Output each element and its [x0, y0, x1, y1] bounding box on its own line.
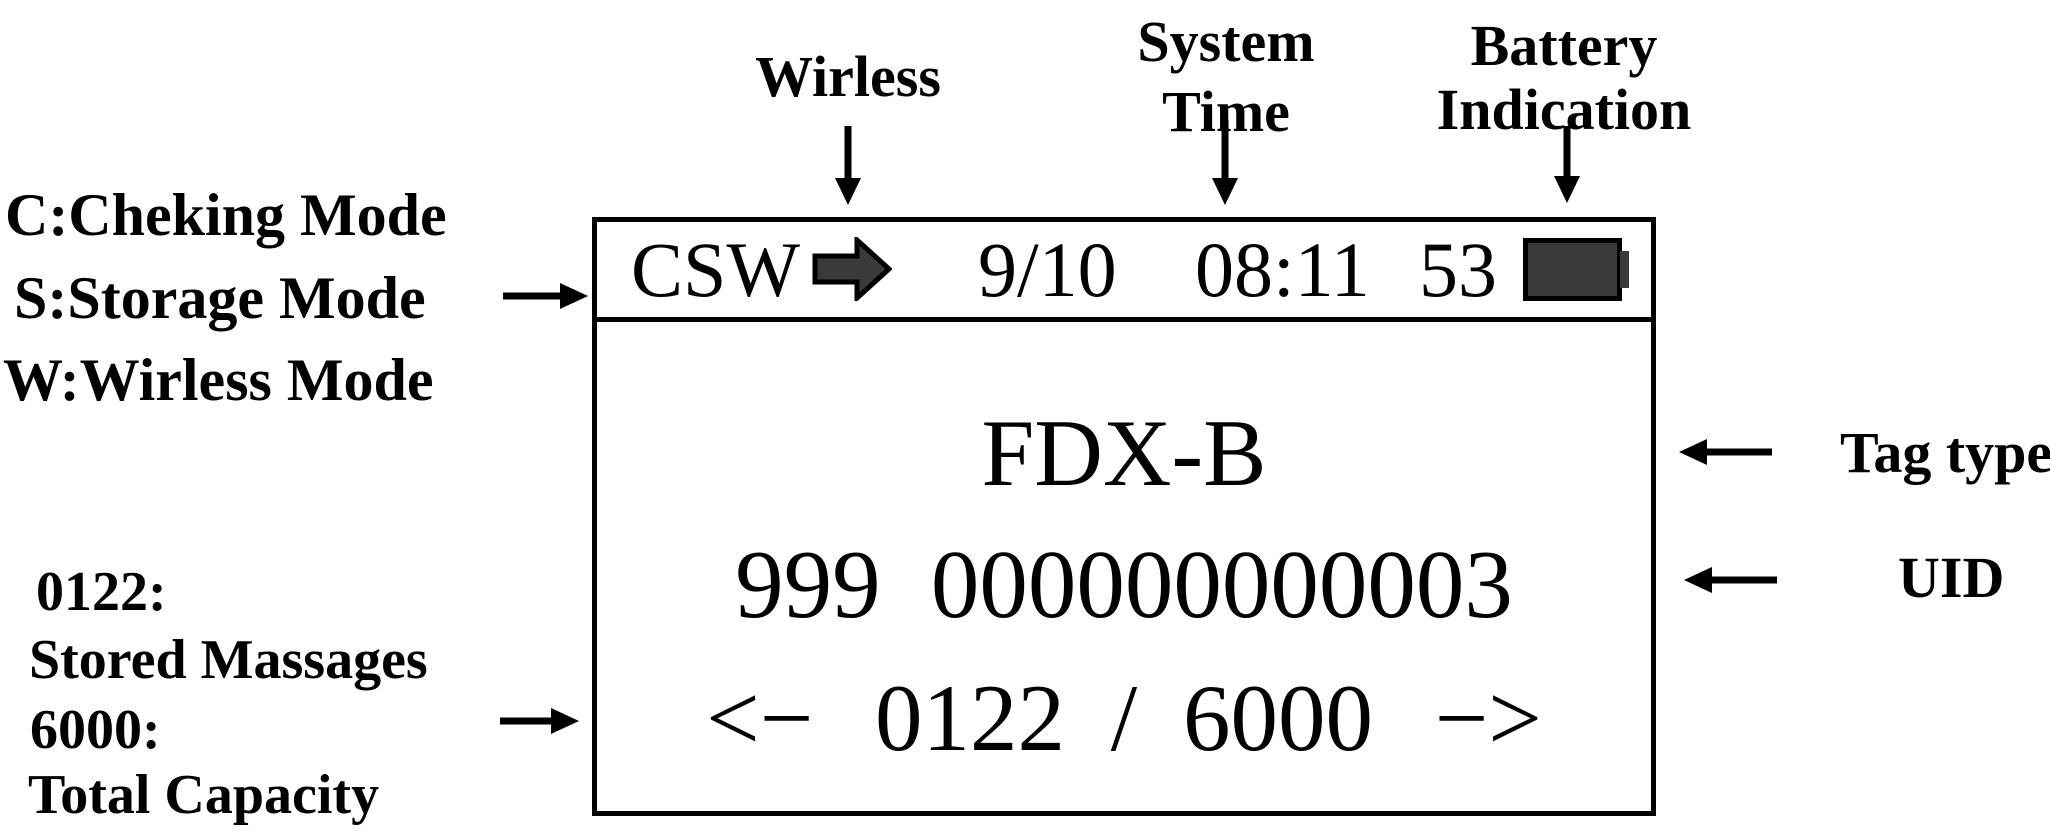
total-capacity-label: Total Capacity	[28, 764, 380, 826]
status-bar: CSW 9/10 08:11 53	[597, 222, 1651, 322]
total-capacity-value: 6000	[1182, 665, 1373, 771]
status-date: 9/10	[978, 226, 1117, 313]
capacity-pointer-arrow-icon	[500, 708, 579, 734]
system-time-label: System Time	[1137, 7, 1314, 147]
system-time-pointer-arrow-icon	[1212, 120, 1238, 205]
uid-label: UID	[1898, 545, 2005, 610]
stored-count-value: 0122	[875, 665, 1066, 771]
uid-pointer-arrow-icon	[1684, 567, 1777, 593]
mode-legend-storage: S:Storage Mode	[14, 265, 426, 331]
battery-percent: 53	[1419, 226, 1497, 313]
next-page-arrow: −>	[1434, 665, 1542, 771]
system-time-label-line1: System	[1137, 9, 1315, 74]
tag-type-label: Tag type	[1840, 420, 2050, 485]
stored-count-value-label: 0122:	[36, 561, 167, 623]
wireless-label: Wirless	[755, 44, 941, 109]
tag-type-pointer-arrow-icon	[1679, 439, 1772, 465]
stored-messages-label: Stored Massages	[29, 629, 428, 691]
wireless-transfer-arrow-icon	[812, 237, 892, 301]
pagination-separator: /	[1110, 665, 1138, 771]
device-lcd-screen: CSW 9/10 08:11 53 FDX-B 999 000000000003…	[592, 217, 1656, 816]
mode-legend-checking: C:Cheking Mode	[5, 182, 447, 248]
battery-indication-label: Battery Indication	[1437, 14, 1692, 142]
battery-pointer-arrow-icon	[1554, 126, 1580, 203]
wireless-pointer-arrow-icon	[835, 126, 861, 205]
battery-indication-label-line1: Battery	[1470, 13, 1658, 78]
tag-type-value: FDX-B	[981, 400, 1267, 506]
battery-icon	[1523, 238, 1629, 301]
mode-indicator: CSW	[631, 226, 801, 313]
prev-page-arrow: <−	[706, 665, 814, 771]
capacity-value-label: 6000:	[30, 699, 161, 761]
record-pagination: <− 0122 / 6000 −>	[597, 670, 1651, 766]
mode-legend-wireless: W:Wirless Mode	[3, 347, 434, 413]
uid-value: 999 000000000003	[735, 531, 1513, 638]
mode-legend-pointer-arrow-icon	[503, 283, 588, 309]
status-time: 08:11	[1195, 226, 1370, 313]
